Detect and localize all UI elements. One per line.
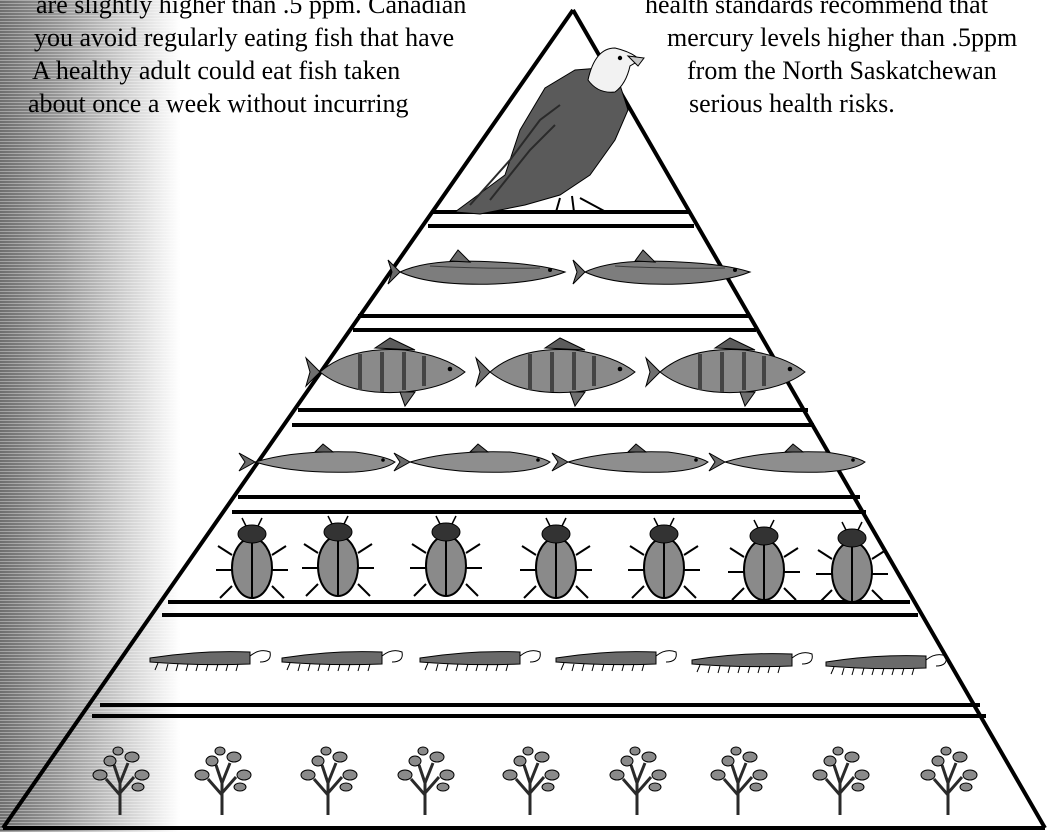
larva-icon <box>150 651 270 671</box>
beetle-icon <box>302 516 374 596</box>
level-beetle <box>216 516 888 602</box>
level-plant <box>93 747 977 815</box>
level-larva <box>150 651 946 675</box>
level-perch <box>306 338 805 406</box>
plant-icon <box>813 747 869 815</box>
beetle-icon <box>628 518 700 598</box>
larva-icon <box>420 651 540 671</box>
level-minnow <box>239 444 865 472</box>
beetle-icon <box>728 520 800 600</box>
minnow-icon <box>394 444 550 472</box>
perch-icon <box>476 338 635 406</box>
pike-icon <box>388 250 565 284</box>
plant-icon <box>93 747 149 815</box>
plant-icon <box>398 747 454 815</box>
plant-icon <box>195 747 251 815</box>
minnow-icon <box>552 444 708 472</box>
larva-icon <box>556 651 676 671</box>
larva-icon <box>282 651 402 671</box>
plant-icon <box>503 747 559 815</box>
beetle-icon <box>410 516 482 596</box>
larva-icon <box>692 653 812 673</box>
plant-icon <box>610 747 666 815</box>
level-eagle <box>455 48 644 214</box>
perch-icon <box>646 338 805 406</box>
level-pike <box>388 250 750 284</box>
plant-icon <box>301 747 357 815</box>
larva-icon <box>826 655 946 675</box>
beetle-icon <box>520 518 592 598</box>
pike-icon <box>573 250 750 284</box>
plant-icon <box>921 747 977 815</box>
perch-icon <box>306 338 465 406</box>
minnow-icon <box>709 444 865 472</box>
eagle-icon <box>455 48 644 214</box>
plant-icon <box>711 747 767 815</box>
beetle-icon <box>216 518 288 598</box>
